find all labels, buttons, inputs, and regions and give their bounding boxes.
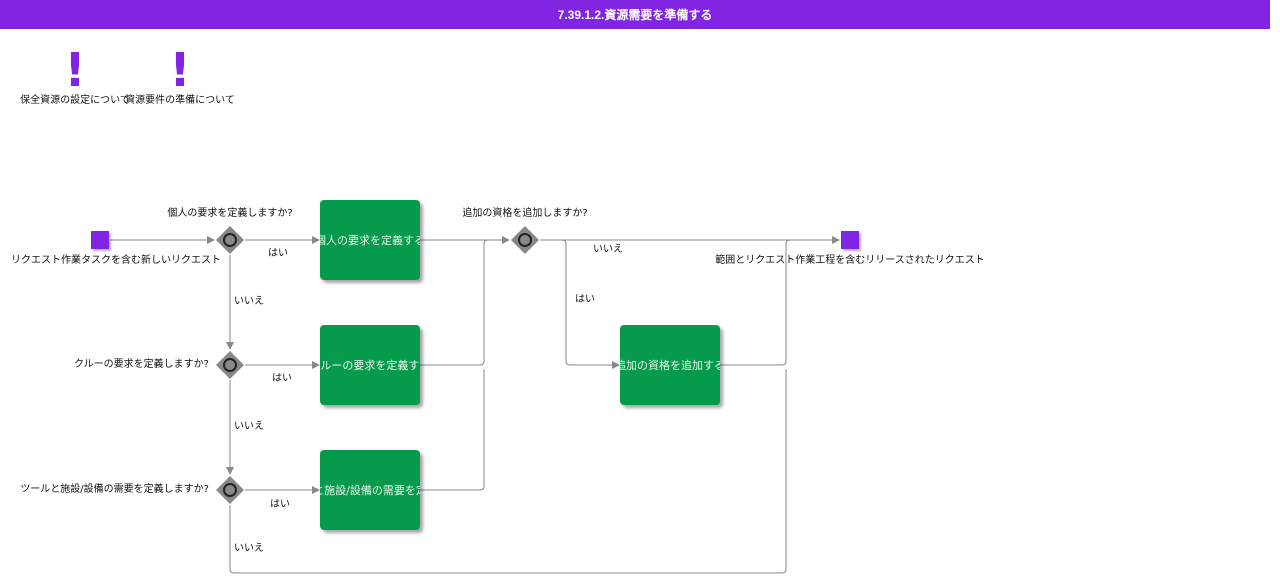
flow-label-g3-yes: はい: [270, 499, 290, 510]
diagram-title-bar: 7.39.1.2.資源需要を準備する: [0, 0, 1270, 29]
flow-t4-to-end: [720, 239, 791, 366]
gateway-define-crew[interactable]: [215, 350, 245, 380]
flow-t2-to-g4: [420, 239, 489, 366]
note-label-resource-requirements: 資源要件の準備について: [125, 95, 235, 106]
note-label-resource-settings: 保全資源の設定について: [20, 95, 130, 106]
task-define-crew[interactable]: クルーの要求を定義する: [320, 325, 420, 405]
gateway-define-individual[interactable]: [215, 225, 245, 255]
task-add-qualifications[interactable]: 追加の資格を追加する: [620, 325, 720, 405]
flow-g4-to-t4: [540, 239, 620, 369]
flow-label-g2-no: いいえ: [234, 421, 264, 432]
flow-label-g4-no: いいえ: [593, 244, 623, 255]
start-event-label: リクエスト作業タスクを含む新しいリクエスト: [11, 255, 221, 266]
exclamation-icon: !: [169, 43, 191, 97]
flow-label-g3-no: いいえ: [234, 543, 264, 554]
flow-label-g4-yes: はい: [575, 294, 595, 305]
gateway-define-tools-facilities-label: ツールと施設/設備の需要を定義しますか?: [20, 484, 209, 495]
gateway-define-individual-label: 個人の要求を定義しますか?: [167, 208, 293, 219]
diagram-title: 7.39.1.2.資源需要を準備する: [557, 8, 713, 22]
task-define-tools-facilities-label: ツールと施設/設備の需要を定義する: [320, 484, 420, 497]
flow-label-g1-no: いいえ: [234, 296, 264, 307]
task-define-individual[interactable]: 個人の要求を定義する: [320, 200, 420, 280]
task-add-qualifications-label: 追加の資格を追加する: [620, 359, 720, 372]
exclamation-icon: !: [64, 43, 86, 97]
flow-label-g1-yes: はい: [268, 248, 288, 259]
task-define-crew-label: クルーの要求を定義する: [320, 359, 420, 372]
task-define-individual-label: 個人の要求を定義する: [320, 234, 420, 247]
flow-label-g2-yes: はい: [272, 373, 292, 384]
flow-g3-no-to-end: [229, 369, 787, 574]
gateway-add-qualifications-label: 追加の資格を追加しますか?: [462, 208, 588, 219]
gateway-define-crew-label: クルーの要求を定義しますか?: [73, 359, 209, 370]
gateway-define-tools-facilities[interactable]: [215, 475, 245, 505]
task-define-tools-facilities[interactable]: ツールと施設/設備の需要を定義する: [320, 450, 420, 530]
gateway-add-qualifications[interactable]: [510, 225, 540, 255]
end-event-label: 範囲とリクエスト作業工程を含むリリースされたリクエスト: [715, 255, 985, 266]
start-event[interactable]: [91, 231, 109, 249]
end-event[interactable]: [841, 231, 859, 249]
flow-t3-to-g4: [420, 369, 485, 491]
